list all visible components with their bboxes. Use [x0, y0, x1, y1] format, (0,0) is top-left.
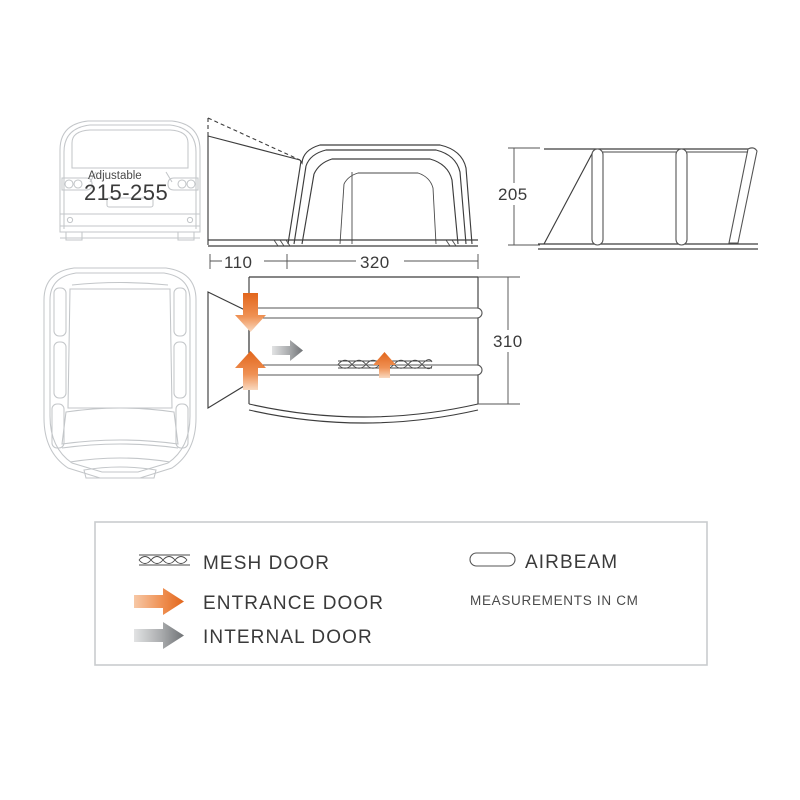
plan-view-dimensions: 310	[478, 276, 534, 405]
front-elevation-dimensions: 110 320	[209, 251, 479, 272]
vehicle-height-range-value: 215-255	[84, 180, 168, 205]
awning-plan-view	[207, 276, 483, 424]
entrance-door-arrow-icon	[134, 588, 184, 615]
diagram-legend: MESH DOOR ENTRANCE DOOR INTERNAL DOOR AI…	[94, 521, 708, 666]
dimension-320-label: 320	[360, 253, 390, 272]
legend-label-airbeam: AIRBEAM	[525, 552, 618, 573]
legend-label-mesh-door: MESH DOOR	[203, 553, 330, 574]
dimension-110-label: 110	[224, 253, 252, 272]
dimension-310-label: 310	[493, 332, 523, 351]
awning-side-elevation: 205	[497, 147, 758, 250]
legend-label-entrance-door: ENTRANCE DOOR	[203, 593, 384, 614]
awning-front-elevation	[207, 117, 478, 247]
mesh-door-arrow	[373, 352, 396, 378]
dimension-205-label: 205	[498, 185, 528, 204]
legend-measurement-note: MEASUREMENTS IN CM	[470, 593, 639, 608]
entrance-door-arrow-upper	[235, 293, 266, 332]
internal-door-arrow	[272, 340, 303, 361]
vehicle-adjustable-label: Adjustable	[88, 170, 142, 182]
airbeam-icon	[469, 552, 516, 567]
vehicle-plan-view	[43, 267, 197, 479]
internal-door-arrow-icon	[134, 622, 184, 649]
mesh-door-icon	[138, 554, 190, 566]
vehicle-rear-elevation: Adjustable 215-255	[59, 120, 201, 241]
entrance-door-arrow-lower	[235, 351, 266, 390]
legend-label-internal-door: INTERNAL DOOR	[203, 627, 373, 648]
